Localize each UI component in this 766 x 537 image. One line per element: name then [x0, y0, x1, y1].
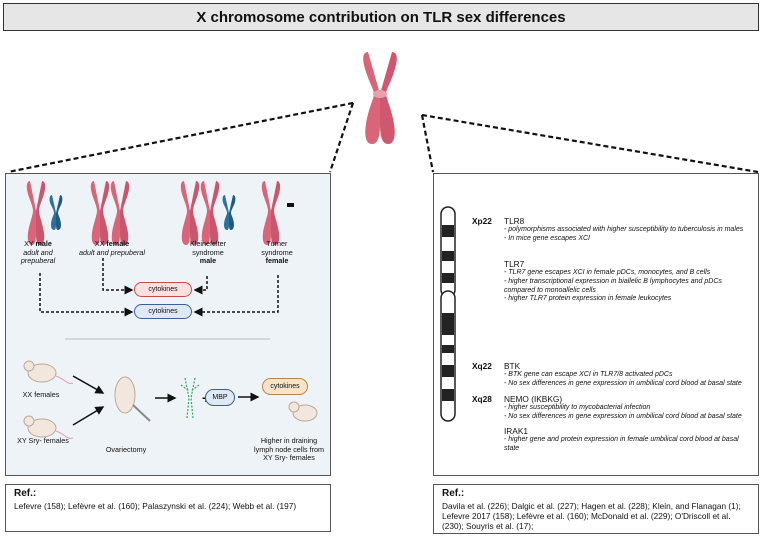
band-xq28: Xq28 [472, 394, 492, 404]
ref-heading: Ref.: [442, 488, 465, 499]
cytokines-orange-pill: cytokines [262, 378, 308, 395]
left-references: Ref.: Lefevre (158); Lefèvre et al. (160… [5, 484, 331, 532]
ovariectomy-label: Ovariectomy [105, 445, 147, 454]
gene-tlr8: TLR8 - polymorphisms associated with hig… [504, 216, 744, 242]
gene-btk: BTK - BTK gene can escape XCI in TLR7/8 … [504, 361, 742, 387]
mbp-pill: MBP [205, 389, 235, 406]
chromosome-map-icon [440, 206, 456, 422]
gene-nemo: NEMO (IKBKG) - higher susceptibility to … [504, 394, 742, 420]
band-xq22: Xq22 [472, 361, 492, 371]
right-references: Ref.: Davila et al. (226); Dalgic et al.… [433, 484, 759, 534]
result-label: Higher in draining lymph node cells from… [254, 436, 324, 463]
right-panel [433, 173, 759, 476]
cytokines-red-pill: cytokines [134, 282, 192, 297]
xx-females-label: XX females [22, 390, 60, 399]
band-xp22: Xp22 [472, 216, 492, 226]
cytokines-blue-pill: cytokines [134, 304, 192, 319]
diagram-title: X chromosome contribution on TLR sex dif… [3, 3, 759, 31]
xy-sry-females-label: XY Sry- females [17, 436, 69, 445]
left-panel-graphics: + [23, 181, 318, 439]
ref-text: Davila et al. (226); Dalgic et al. (227)… [442, 500, 741, 532]
gene-irak1: IRAK1 - higher gene and protein expressi… [504, 426, 739, 452]
mouse-icon [23, 360, 74, 384]
ref-text: Lefevre (158); Lefèvre et al. (160); Pal… [14, 500, 297, 511]
gene-tlr7: TLR7 - TLR7 gene escapes XCI in female p… [504, 259, 722, 303]
ref-heading: Ref.: [14, 488, 37, 499]
x-chromosome-icon [363, 52, 397, 144]
